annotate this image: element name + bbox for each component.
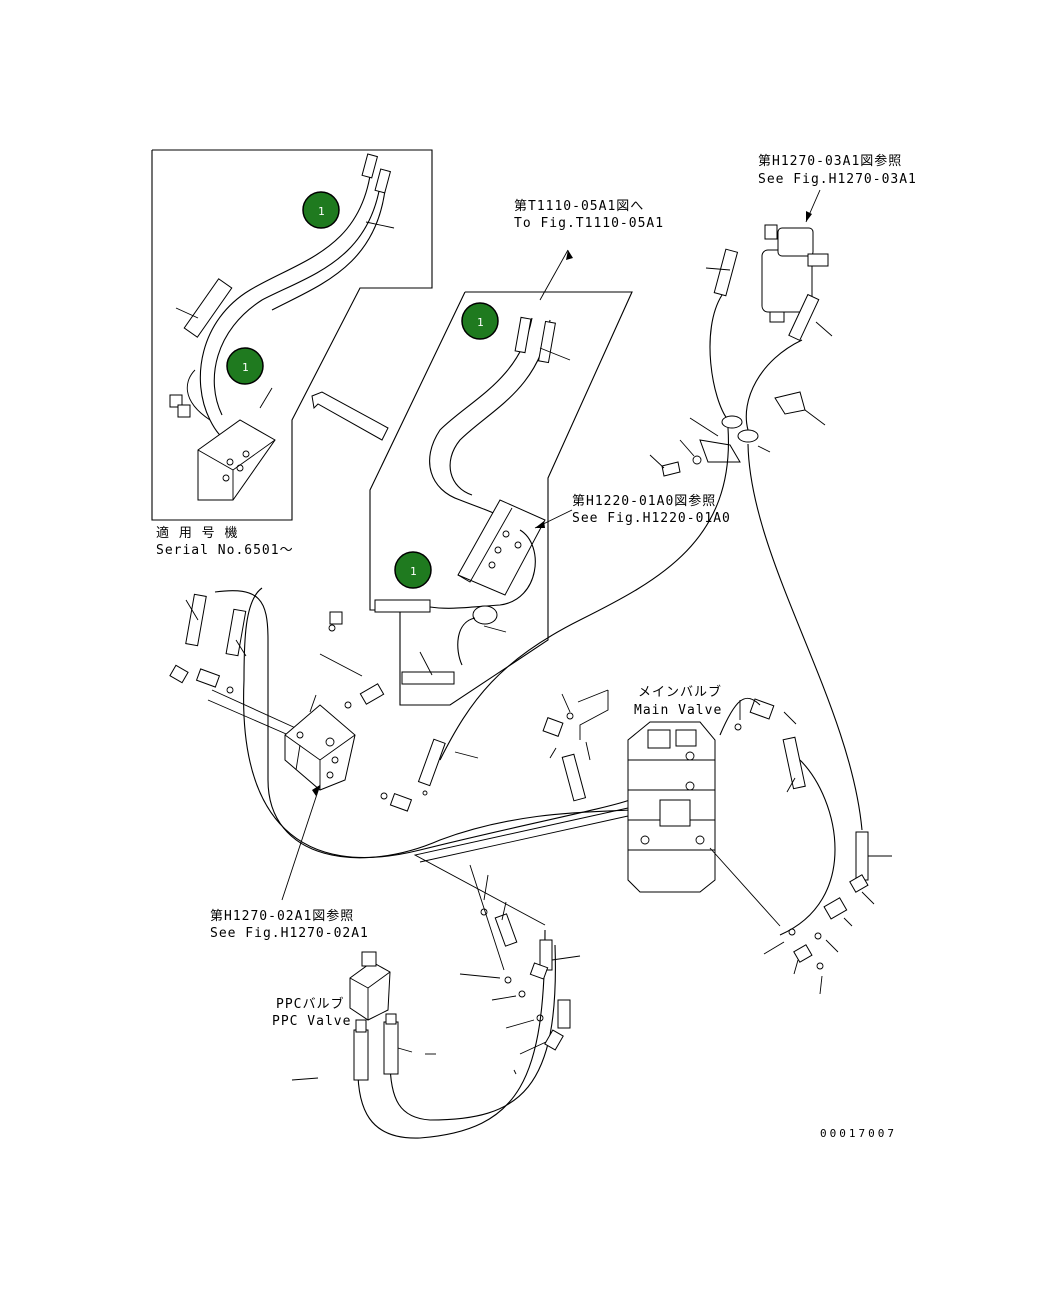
ref-h1270-02-jp: 第H1270-02A1図参照 — [210, 908, 354, 924]
main-valve-label-jp: メインバルブ — [638, 684, 722, 700]
ref-h1270-03-en: See Fig.H1270-03A1 — [758, 172, 917, 187]
left-valve-assembly — [169, 587, 631, 901]
lower-fittings — [291, 874, 581, 1081]
filter-assembly — [439, 189, 863, 831]
ppc-valve-label-jp: PPCバルブ — [276, 996, 344, 1012]
ref-h1270-03-jp: 第H1270-03A1図参照 — [758, 153, 902, 169]
ref-h1220-jp: 第H1220-01A0図参照 — [572, 493, 716, 509]
ppc-valve — [349, 951, 413, 1081]
center-detail — [369, 249, 633, 706]
main-valve — [357, 689, 892, 1139]
serial-label-en: Serial No.6501～ — [156, 543, 294, 558]
callout-marker: 1 — [394, 551, 432, 589]
callout-marker-label: 1 — [318, 205, 325, 218]
main-valve-label-en: Main Valve — [634, 703, 722, 718]
ref-t1110-jp: 第T1110-05A1図へ — [514, 199, 644, 214]
callout-marker: 1 — [461, 302, 499, 340]
callout-marker-label: 1 — [410, 565, 417, 578]
callout-marker: 1 — [226, 347, 264, 385]
serial-label-jp: 適 用 号 機 — [156, 525, 238, 541]
callout-marker-label: 1 — [242, 361, 249, 374]
drawing-number: 00017007 — [820, 1127, 897, 1140]
ppc-valve-label-en: PPC Valve — [272, 1014, 351, 1029]
callout-marker: 1 — [302, 191, 340, 229]
inset-detail — [151, 149, 433, 521]
ref-h1220-en: See Fig.H1220-01A0 — [572, 511, 731, 526]
ref-t1110-en: To Fig.T1110-05A1 — [514, 216, 664, 231]
callout-marker-label: 1 — [477, 316, 484, 329]
ref-h1270-02-en: See Fig.H1270-02A1 — [210, 926, 369, 941]
